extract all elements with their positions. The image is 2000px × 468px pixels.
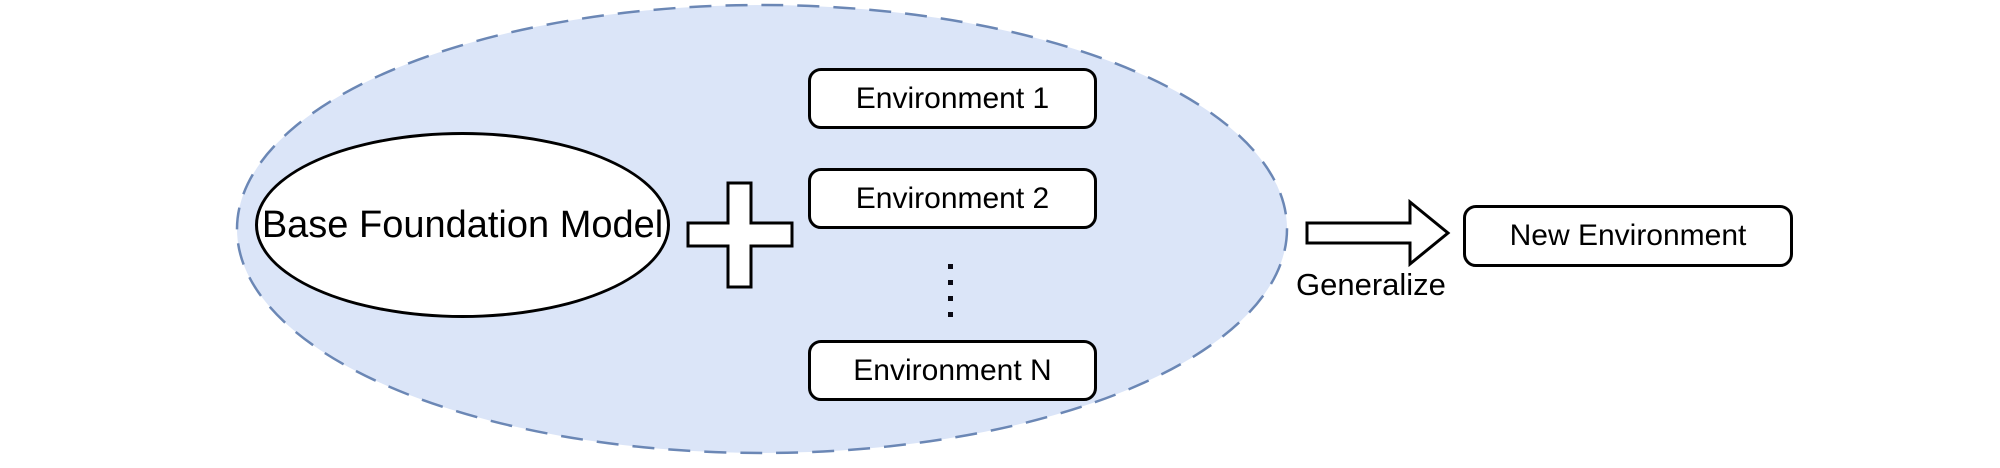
environment-2-label: Environment 2 [855, 181, 1050, 215]
environment-2-box: Environment 2 [808, 168, 1097, 229]
environment-1-label: Environment 1 [855, 81, 1050, 115]
ellipsis-dot [948, 312, 953, 317]
vertical-ellipsis-icon [948, 264, 953, 317]
new-environment-box: New Environment [1463, 205, 1793, 267]
base-foundation-model-ellipse: Base Foundation Model [255, 132, 670, 318]
base-foundation-model-label: Base Foundation Model [261, 203, 664, 246]
environment-n-label: Environment N [853, 353, 1052, 387]
ellipsis-dot [948, 264, 953, 269]
generalize-arrow-shape [1305, 198, 1451, 268]
generalize-label: Generalize [1296, 267, 1446, 302]
plus-icon-shape [686, 181, 794, 289]
new-environment-label: New Environment [1509, 219, 1747, 252]
plus-icon [686, 181, 794, 289]
ellipsis-dot [948, 296, 953, 301]
ellipsis-dot [948, 280, 953, 285]
environment-n-box: Environment N [808, 340, 1097, 401]
environment-1-box: Environment 1 [808, 68, 1097, 129]
generalize-arrow-icon [1305, 198, 1451, 268]
